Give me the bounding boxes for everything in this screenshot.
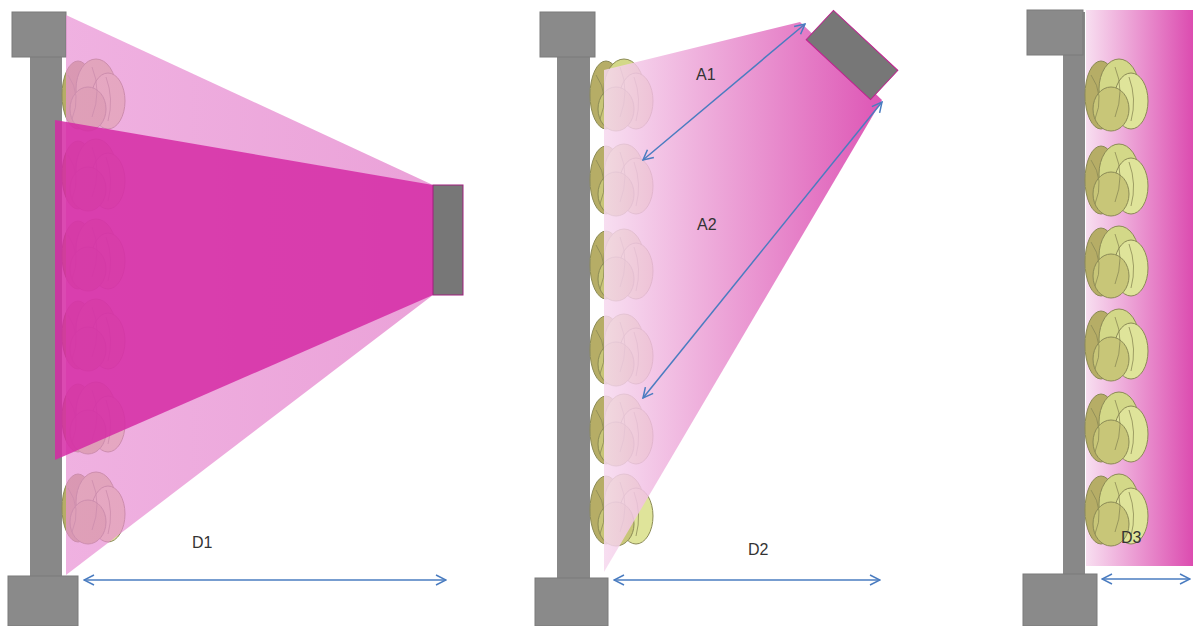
- lettuce-vein: [1091, 67, 1134, 121]
- grow-lamp: [806, 10, 898, 99]
- dimension-arrow: [1102, 578, 1190, 580]
- pole: [1063, 12, 1085, 577]
- pole-base: [535, 578, 608, 626]
- pole-base: [8, 576, 78, 626]
- lettuce: [1085, 144, 1148, 216]
- dimension-arrow: [643, 102, 882, 398]
- light-band: [1086, 10, 1193, 566]
- lettuce-vein: [1091, 152, 1134, 206]
- dimension-label: A1: [696, 66, 716, 84]
- grow-lamp: [433, 185, 463, 295]
- dimension-label: D1: [192, 534, 212, 552]
- grow-lamp-tilted: [806, 10, 898, 99]
- pole-cap: [12, 12, 66, 57]
- lettuce-vein: [1091, 482, 1134, 536]
- pole-cap: [1027, 10, 1083, 55]
- dimension-arrow: [643, 24, 805, 160]
- lettuce: [1085, 392, 1148, 464]
- dimension-label: A2: [697, 216, 717, 234]
- light-beam: [604, 22, 882, 572]
- lettuce-vein: [1091, 400, 1134, 454]
- dimension-label: D3: [1121, 529, 1141, 547]
- lettuce: [1085, 59, 1148, 131]
- light-beam-inner: [55, 120, 433, 460]
- lettuce-vein: [1091, 234, 1134, 288]
- dimension-label: D2: [748, 541, 768, 559]
- dimension-arrow: [614, 579, 880, 581]
- lettuce: [1085, 474, 1148, 546]
- dimension-arrow: [84, 579, 446, 581]
- pole-cap: [540, 12, 595, 57]
- pole-base: [1023, 574, 1097, 626]
- lettuce: [1085, 226, 1148, 298]
- lettuce: [1085, 309, 1148, 381]
- lettuce-vein: [1091, 317, 1134, 371]
- dimension-arrows: [84, 24, 1190, 580]
- pole: [557, 15, 590, 580]
